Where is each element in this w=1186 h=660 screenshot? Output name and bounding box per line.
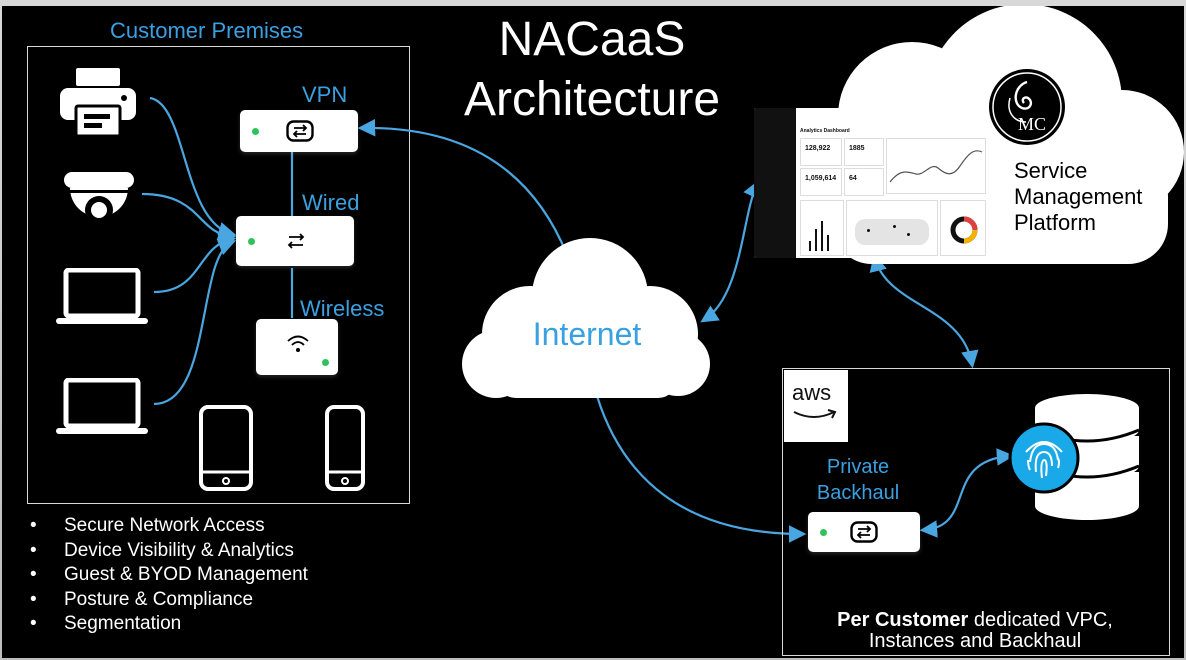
list-item: Posture & Compliance bbox=[30, 588, 308, 613]
platform-label-line: Service bbox=[1014, 158, 1088, 183]
printer-icon bbox=[60, 68, 136, 138]
camera-link bbox=[141, 192, 237, 245]
mc-logo-icon bbox=[989, 69, 1065, 145]
exchange-icon bbox=[286, 120, 314, 142]
stat-value: 64 bbox=[849, 175, 857, 182]
list-item: Guest & BYOD Management bbox=[30, 563, 308, 588]
bar-chart-thumbnail bbox=[800, 200, 844, 256]
printer-link bbox=[149, 96, 237, 240]
list-item: Segmentation bbox=[30, 612, 308, 637]
internet-cloud-icon bbox=[462, 238, 710, 398]
status-led bbox=[252, 128, 259, 135]
feature-list: Secure Network Access Device Visibility … bbox=[30, 514, 308, 637]
status-led bbox=[820, 529, 827, 536]
switch-arrows-icon bbox=[287, 233, 305, 249]
stat-card: 1,059,614 bbox=[800, 168, 842, 196]
vpn-label: VPN bbox=[302, 82, 348, 107]
aws-caption-bold: Per Customer bbox=[837, 609, 969, 631]
line-chart-thumbnail bbox=[886, 138, 986, 194]
wireless-label: Wireless bbox=[300, 296, 385, 321]
stat-card: 128,922 bbox=[800, 138, 842, 166]
internet-platform-link bbox=[700, 180, 760, 323]
aws-vpc-box bbox=[782, 368, 1170, 656]
wireless-access-point bbox=[256, 319, 338, 375]
wired-label: Wired bbox=[302, 190, 360, 215]
laptop-icon bbox=[56, 378, 148, 434]
title-line-1: NACaaS bbox=[498, 13, 686, 66]
security-camera-icon bbox=[64, 172, 134, 224]
connector-lines bbox=[141, 96, 1015, 543]
backhaul-database-link bbox=[919, 448, 1015, 538]
private-backhaul-label: Private Backhaul bbox=[798, 454, 918, 506]
platform-label-line: Platform bbox=[1014, 210, 1096, 235]
stat-value: 1885 bbox=[849, 145, 865, 152]
dashboard-sidebar bbox=[754, 108, 796, 258]
aws-caption: Per Customer dedicated VPC, Instances an… bbox=[784, 610, 1166, 652]
backhaul-label-line: Private bbox=[826, 456, 890, 478]
title-line-2: Architecture bbox=[463, 73, 721, 126]
laptop-2-link bbox=[153, 238, 237, 406]
stat-card: 1885 bbox=[844, 138, 884, 166]
diagram-title: NACaaS Architecture bbox=[422, 10, 762, 130]
list-item: Secure Network Access bbox=[30, 514, 308, 539]
platform-label: Service Management Platform bbox=[1014, 158, 1142, 236]
wifi-icon bbox=[287, 335, 309, 352]
platform-label-line: Management bbox=[1014, 184, 1143, 209]
world-map-thumbnail bbox=[846, 200, 938, 256]
status-led bbox=[248, 238, 255, 245]
smartphone-icon bbox=[325, 405, 365, 491]
laptop-1-link bbox=[153, 232, 237, 294]
vpn-appliance bbox=[240, 110, 358, 152]
network-switch bbox=[236, 216, 354, 266]
list-item: Device Visibility & Analytics bbox=[30, 539, 308, 564]
aws-logo-text: aws bbox=[792, 380, 832, 405]
analytics-dashboard: Analytics Dashboard 128,922 1885 1,059,6… bbox=[754, 108, 988, 258]
internet-label: Internet bbox=[532, 316, 642, 352]
status-led bbox=[322, 359, 329, 366]
stat-card: 64 bbox=[844, 168, 884, 196]
aws-caption-rest: dedicated VPC, bbox=[968, 609, 1113, 631]
exchange-icon bbox=[850, 521, 878, 543]
mc-logo-text: MC bbox=[1018, 114, 1047, 134]
customer-premises-label: Customer Premises bbox=[110, 18, 304, 43]
fingerprint-icon bbox=[1008, 422, 1080, 494]
aws-smile-icon bbox=[793, 409, 837, 419]
customer-premises-box bbox=[27, 46, 410, 504]
backhaul-appliance bbox=[808, 512, 920, 552]
platform-aws-link bbox=[869, 253, 979, 369]
stat-value: 1,059,614 bbox=[805, 175, 837, 182]
backhaul-label-line: Backhaul bbox=[816, 482, 900, 504]
dashboard-title: Analytics Dashboard bbox=[800, 128, 850, 134]
vpn-internet-link bbox=[357, 118, 576, 275]
stat-value: 128,922 bbox=[805, 145, 831, 152]
tablet-icon bbox=[199, 405, 253, 491]
slide: NACaaS Architecture Customer Premises bbox=[2, 6, 1184, 658]
aws-caption-line2: Instances and Backhaul bbox=[868, 630, 1082, 652]
aws-logo: aws bbox=[784, 370, 848, 442]
internet-backhaul-link bbox=[595, 395, 807, 543]
laptop-icon bbox=[56, 268, 148, 324]
donut-chart-thumbnail bbox=[940, 200, 986, 256]
